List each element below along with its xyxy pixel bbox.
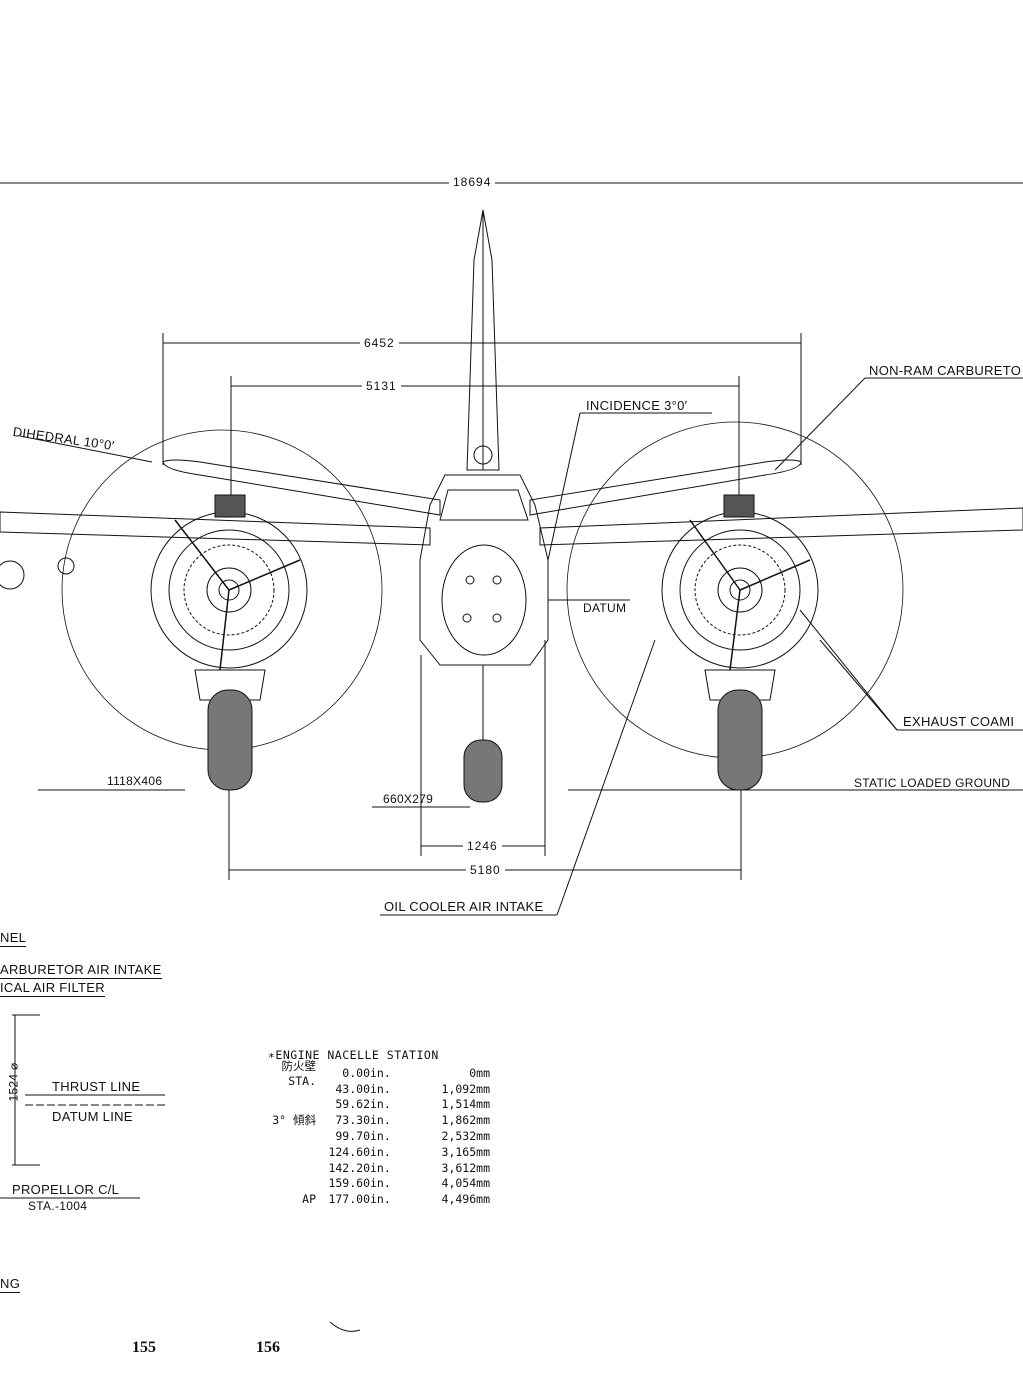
nel-label: NEL xyxy=(0,930,27,947)
station-mm: 1,092mm xyxy=(441,1081,490,1096)
station-unit: in. xyxy=(370,1160,391,1175)
station-mm: 3,165mm xyxy=(441,1144,490,1159)
station-unit: in. xyxy=(370,1176,391,1191)
oil-cooler-label: OIL COOLER AIR INTAKE xyxy=(384,899,544,914)
left-wing xyxy=(0,511,431,546)
station-mm: 1,862mm xyxy=(441,1113,490,1128)
prop-diameter-label: 1524 ⌀ xyxy=(6,1062,21,1102)
station-inch: 177.00 xyxy=(328,1192,370,1207)
station-pre: 防火壁 STA. xyxy=(281,1058,317,1088)
right-main-tire xyxy=(717,689,763,791)
station-mm: 1,514mm xyxy=(441,1097,490,1112)
station-inch: 59.62 xyxy=(335,1097,370,1112)
left-engine-nacelle xyxy=(150,494,308,701)
station-inch: 43.00 xyxy=(335,1081,370,1096)
carb-air-intake-label: ARBURETOR AIR INTAKE xyxy=(0,962,162,979)
page-number-right: 156 xyxy=(256,1339,280,1356)
right-wing xyxy=(539,507,1023,546)
left-stabilizer xyxy=(162,459,441,516)
dimension-1246: 1246 xyxy=(463,839,502,853)
dimension-5180: 5180 xyxy=(466,863,505,877)
station-mm: 4,054mm xyxy=(441,1176,490,1191)
station-mm: 2,532mm xyxy=(441,1129,490,1144)
station-inch: 142.20 xyxy=(328,1160,370,1175)
station-mm: 4,496mm xyxy=(441,1192,490,1207)
dimension-5131: 5131 xyxy=(362,379,401,393)
station-unit: in. xyxy=(370,1144,391,1159)
station-label: STA.-1004 xyxy=(28,1199,88,1213)
station-pre: AP xyxy=(302,1192,316,1207)
thrust-line-label: THRUST LINE xyxy=(52,1079,141,1094)
page-number-left: 155 xyxy=(132,1339,156,1356)
air-filter-label: ICAL AIR FILTER xyxy=(0,980,105,997)
span-dimension: 18694 xyxy=(449,175,496,189)
station-inch: 124.60 xyxy=(328,1144,370,1159)
dimension-6452: 6452 xyxy=(360,336,399,350)
station-inch: 73.30 xyxy=(335,1113,370,1128)
non-ram-carburetor-label: NON-RAM CARBURETO xyxy=(869,363,1022,378)
station-unit: in. xyxy=(370,1192,391,1207)
station-mm: 3,612mm xyxy=(441,1160,490,1175)
nose-tire-size: 660X279 xyxy=(383,792,434,806)
exhaust-label: EXHAUST COAMI xyxy=(903,714,1015,729)
main-tire-size: 1118X406 xyxy=(107,774,163,788)
right-engine-nacelle xyxy=(661,494,819,701)
station-mm: 0mm xyxy=(469,1065,490,1080)
station-unit: in. xyxy=(370,1065,391,1080)
station-unit: in. xyxy=(370,1113,391,1128)
propellor-label: PROPELLOR C/L xyxy=(12,1182,120,1197)
static-ground-label: STATIC LOADED GROUND xyxy=(854,776,1011,790)
station-unit: in. xyxy=(370,1097,391,1112)
station-unit: in. xyxy=(370,1081,391,1096)
ng-label: NG xyxy=(0,1276,21,1293)
right-stabilizer xyxy=(529,459,802,516)
fuselage xyxy=(419,474,549,745)
station-inch: 159.60 xyxy=(328,1176,370,1191)
datum-line-label: DATUM LINE xyxy=(52,1109,133,1124)
nose-tire xyxy=(463,739,503,803)
station-inch: 99.70 xyxy=(335,1129,370,1144)
station-unit: in. xyxy=(370,1129,391,1144)
station-pre: 3° 傾斜 xyxy=(272,1113,316,1128)
datum-label: DATUM xyxy=(583,601,627,615)
station-inch: 0.00 xyxy=(342,1065,370,1080)
station-table-title: ∗ENGINE NACELLE STATION xyxy=(268,1048,439,1062)
left-main-tire xyxy=(207,689,253,791)
incidence-label: INCIDENCE 3°0′ xyxy=(586,398,688,413)
